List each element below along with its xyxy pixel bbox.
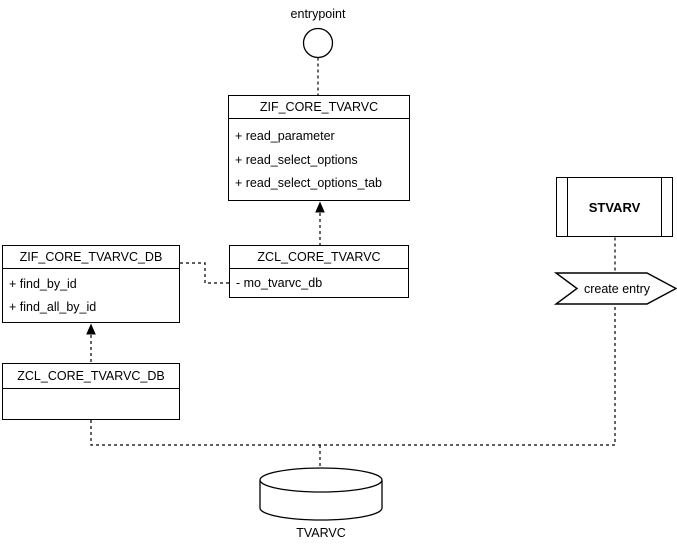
arrowhead-up-icon bbox=[315, 201, 325, 213]
arrowhead-up-icon bbox=[86, 323, 96, 335]
predefined-process-inner-line bbox=[661, 178, 662, 236]
entrypoint-circle[interactable] bbox=[302, 27, 334, 59]
class-zcl-core-tvarvc-db[interactable]: ZCL_CORE_TVARVC_DB bbox=[2, 363, 180, 420]
class-members bbox=[3, 389, 179, 419]
class-members: - mo_tvarvc_db bbox=[230, 269, 408, 297]
class-members: + read_parameter + read_select_options +… bbox=[229, 119, 409, 200]
edge-zcl-core-tvarvc-db-to-create-entry[interactable] bbox=[90, 304, 616, 446]
predefined-process-inner-line bbox=[567, 178, 568, 236]
class-zcl-core-tvarvc[interactable]: ZCL_CORE_TVARVC - mo_tvarvc_db bbox=[229, 245, 409, 298]
class-members: + find_by_id + find_all_by_id bbox=[3, 269, 179, 322]
class-member: + read_parameter bbox=[235, 128, 335, 143]
class-member: + read_select_options_tab bbox=[235, 176, 382, 191]
datastore-label: TVARVC bbox=[296, 526, 346, 540]
external-system-stvarv[interactable]: STVARV bbox=[556, 177, 673, 237]
class-member: - mo_tvarvc_db bbox=[236, 276, 323, 290]
external-system-label: STVARV bbox=[588, 199, 641, 215]
class-title: ZCL_CORE_TVARVC_DB bbox=[3, 364, 179, 389]
class-title: ZCL_CORE_TVARVC bbox=[230, 246, 408, 269]
datastore-cylinder-top[interactable] bbox=[259, 467, 383, 493]
class-member: + find_by_id bbox=[9, 277, 77, 292]
create-entry-label: create entry bbox=[583, 281, 650, 296]
class-zif-core-tvarvc[interactable]: ZIF_CORE_TVARVC + read_parameter + read_… bbox=[228, 95, 410, 201]
create-entry-chevron-shape[interactable] bbox=[553, 272, 677, 305]
edge-zif-core-tvarvc-db-to-zcl-core-tvarvc[interactable] bbox=[180, 262, 229, 284]
class-member: + find_all_by_id bbox=[9, 299, 97, 314]
entrypoint-label: entrypoint bbox=[290, 7, 346, 21]
class-zif-core-tvarvc-db[interactable]: ZIF_CORE_TVARVC_DB + find_by_id + find_a… bbox=[2, 245, 180, 323]
class-title: ZIF_CORE_TVARVC_DB bbox=[3, 246, 179, 269]
class-member: + read_select_options bbox=[235, 152, 358, 167]
class-title: ZIF_CORE_TVARVC bbox=[229, 96, 409, 119]
